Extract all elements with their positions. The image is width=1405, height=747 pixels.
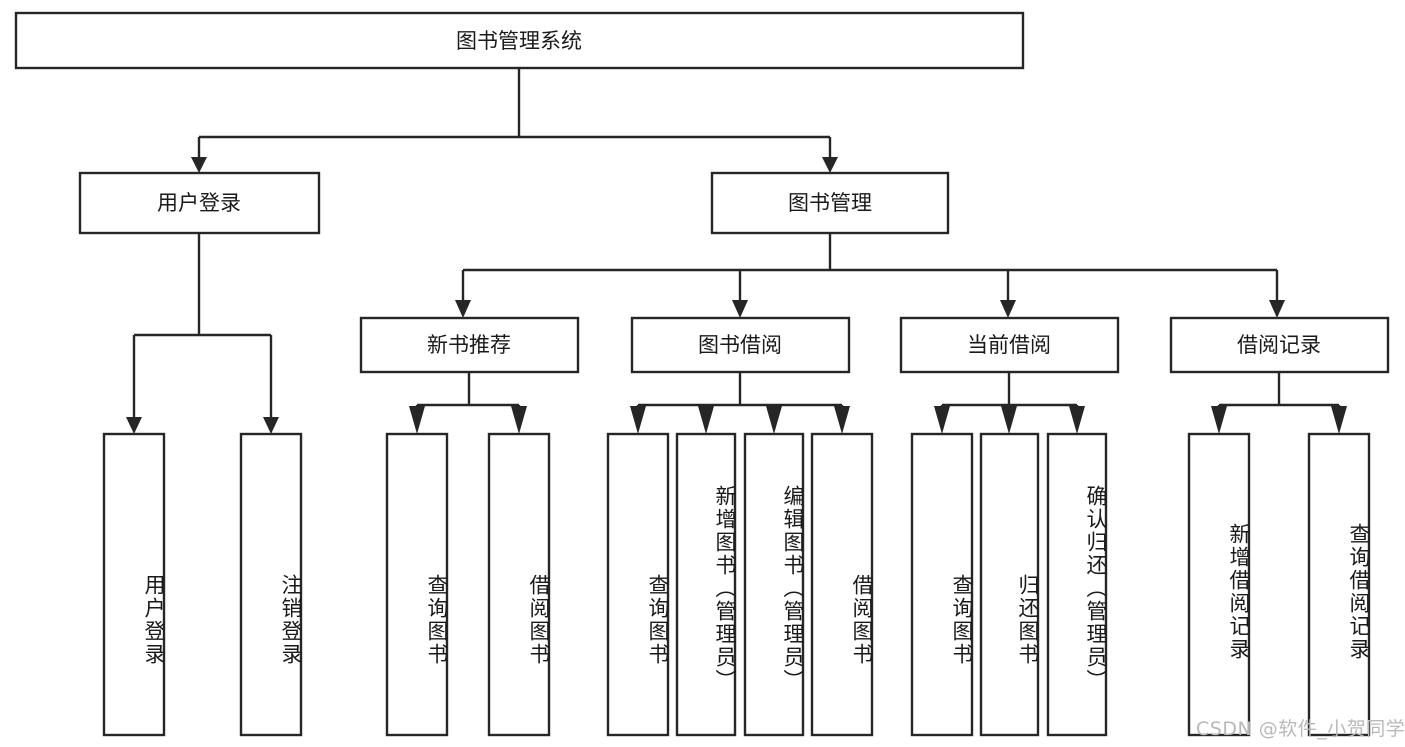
arrow-newbook-c2-icon	[511, 406, 527, 434]
leaf-box-book-borrow-1[interactable]	[606, 432, 670, 737]
arrow-borrowrecord-c2-icon	[1331, 406, 1347, 434]
node-current-borrow-box	[899, 316, 1120, 374]
node-user-login[interactable]: 用户登录	[78, 171, 321, 235]
node-new-book-recommend-box	[359, 316, 580, 374]
leaf-box-new-book-1[interactable]	[385, 432, 449, 737]
node-borrow-record-box	[1169, 316, 1390, 374]
arrow-bookmgmt-c1-icon	[455, 300, 471, 318]
node-borrow-record-label: 借阅记录	[1237, 333, 1321, 357]
leaf-box-new-book-2[interactable]	[487, 432, 551, 737]
arrow-bookmgmt-c3-icon	[1000, 300, 1016, 318]
leaf-box-book-borrow-3[interactable]	[743, 432, 805, 737]
arrow-newbook-c1-icon	[409, 406, 425, 434]
arrow-bookborrow-c1-icon	[630, 406, 646, 434]
arrow-bookmgmt-c4-icon	[1269, 300, 1285, 318]
csdn-watermark: CSDN @软件_小贺同学	[1196, 718, 1405, 740]
arrow-bookmgmt-c2-icon	[732, 300, 748, 318]
leaf-box-current-borrow-2[interactable]	[979, 432, 1040, 737]
arrow-root-to-bookmgmt-icon	[822, 157, 838, 173]
node-current-borrow[interactable]: 当前借阅	[899, 316, 1120, 374]
node-current-borrow-label: 当前借阅	[967, 333, 1051, 357]
arrow-borrowrecord-c1-icon	[1211, 406, 1227, 434]
leaf-box-current-borrow-1[interactable]	[910, 432, 974, 737]
arrow-bookborrow-c4-icon	[834, 406, 850, 434]
node-book-management[interactable]: 图书管理	[710, 171, 950, 235]
node-root-system[interactable]: 图书管理系统	[14, 11, 1025, 70]
arrow-bookborrow-c3-icon	[766, 406, 782, 434]
node-root-box	[14, 11, 1025, 70]
node-borrow-record[interactable]: 借阅记录	[1169, 316, 1390, 374]
arrow-login-l2-icon	[263, 417, 279, 434]
arrow-currentborrow-c3-icon	[1069, 406, 1085, 434]
arrow-bookborrow-c2-icon	[698, 406, 714, 434]
node-book-management-box	[710, 171, 950, 235]
leaf-box-user-login-2[interactable]	[239, 432, 303, 737]
arrow-login-l1-icon	[126, 417, 142, 434]
node-new-book-recommend-label: 新书推荐	[427, 333, 511, 357]
leaf-box-book-borrow-2[interactable]	[675, 432, 737, 737]
leaf-box-user-login-1[interactable]	[102, 432, 166, 737]
node-book-management-label: 图书管理	[788, 191, 872, 215]
node-book-borrow[interactable]: 图书借阅	[630, 316, 851, 374]
arrow-currentborrow-c2-icon	[1001, 406, 1017, 434]
leaf-box-current-borrow-3[interactable]	[1046, 432, 1108, 737]
node-book-borrow-box	[630, 316, 851, 374]
node-user-login-label: 用户登录	[157, 191, 241, 215]
leaf-box-book-borrow-4[interactable]	[810, 432, 874, 737]
node-book-borrow-label: 图书借阅	[698, 333, 782, 357]
arrow-currentborrow-c1-icon	[934, 406, 950, 434]
arrow-root-to-login-icon	[191, 157, 207, 173]
leaf-box-borrow-record-1[interactable]	[1187, 432, 1251, 737]
node-root-label: 图书管理系统	[456, 29, 582, 53]
leaf-box-borrow-record-2[interactable]	[1307, 432, 1371, 737]
node-new-book-recommend[interactable]: 新书推荐	[359, 316, 580, 374]
